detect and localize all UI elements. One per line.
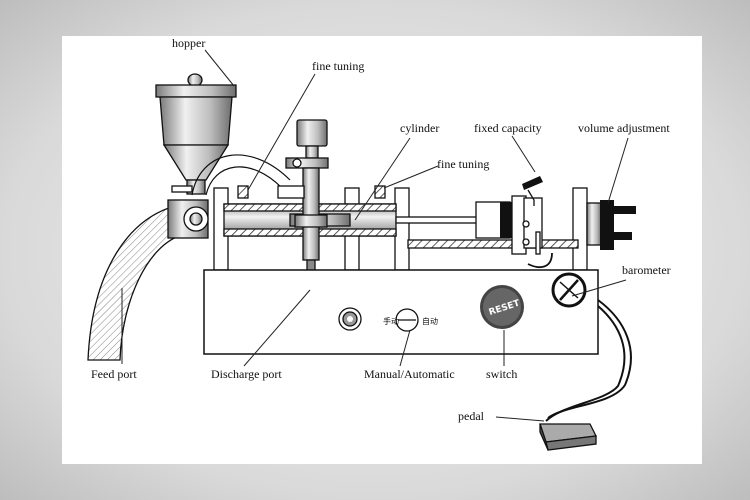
manual-label: 手动 <box>383 316 399 326</box>
pedal-cable-2 <box>545 305 626 422</box>
label-cylinder: cylinder <box>400 121 439 135</box>
screw-rod <box>407 239 579 249</box>
fine-tuning-block-right <box>374 185 386 199</box>
hopper <box>155 73 237 195</box>
label-volume-adjustment: volume adjustment <box>578 121 670 135</box>
pedal-cable-1 <box>547 299 632 419</box>
barometer-gauge <box>551 272 587 308</box>
label-manual-automatic: Manual/Automatic <box>364 367 455 381</box>
label-feed-port: Feed port <box>91 367 137 381</box>
manual-automatic-selector[interactable]: 手动 自动 <box>383 308 438 332</box>
label-switch: switch <box>486 367 517 381</box>
label-fine-tuning-right: fine tuning <box>437 157 489 171</box>
discharge-column <box>277 119 329 293</box>
label-discharge-port: Discharge port <box>211 367 282 381</box>
fixed-capacity-assembly <box>475 195 543 255</box>
fixed-capacity-lever <box>522 176 543 190</box>
support-right <box>394 187 410 271</box>
label-pedal: pedal <box>458 409 485 423</box>
label-hopper: hopper <box>172 36 205 50</box>
air-line <box>527 252 553 269</box>
knob <box>338 307 362 331</box>
fine-tuning-block-left <box>237 185 249 199</box>
inlet-valve <box>167 199 209 239</box>
label-fixed-capacity: fixed capacity <box>474 121 542 135</box>
label-barometer: barometer <box>622 263 671 277</box>
pedal[interactable] <box>539 423 597 451</box>
volume-adjustment-block <box>586 200 636 250</box>
support-far-right <box>572 187 588 271</box>
auto-label: 自动 <box>422 316 438 326</box>
reset-switch[interactable]: RESET <box>480 285 524 329</box>
label-fine-tuning-top: fine tuning <box>312 59 364 73</box>
feed-hose <box>191 154 291 196</box>
